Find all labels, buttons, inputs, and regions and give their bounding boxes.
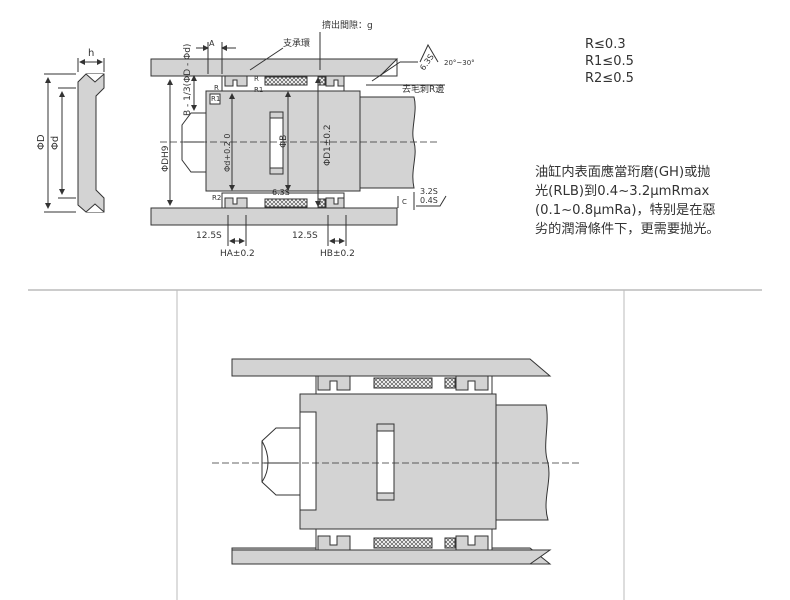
- label-A: A: [209, 39, 215, 48]
- tolerance-R: R≤0.3: [585, 37, 626, 52]
- note-line-4: 劣的潤滑條件下，更需要抛光。: [535, 222, 720, 237]
- label-phi-D: ΦD: [36, 134, 47, 150]
- note-line-3: (0.1~0.8μmRa)，特别是在惡: [535, 203, 716, 218]
- bottom-assembly-drawing: [212, 358, 580, 565]
- tolerance-R1: R1≤0.5: [585, 54, 634, 69]
- label-R-top: R: [254, 75, 259, 83]
- label-deburr: 去毛刺R邊: [402, 83, 444, 95]
- seal-section-drawing: [44, 58, 105, 213]
- label-surface-32: 3.2S: [420, 187, 438, 196]
- label-h: h: [88, 48, 94, 59]
- label-phi-d-fit: Φd+0.2 0: [223, 134, 232, 172]
- label-12-5s-a: 12.5S: [196, 231, 222, 241]
- label-phi-DH9: ΦDH9: [161, 145, 171, 172]
- label-B-formula: B - 1/3(ΦD - Φd): [183, 44, 193, 116]
- label-C: C: [402, 198, 407, 206]
- note-line-2: 光(RLB)到0.4~3.2μmRmax: [535, 184, 710, 199]
- label-HA: HA±0.2: [220, 249, 255, 259]
- label-R2-bottom: R2: [212, 194, 221, 202]
- label-phi-D1: ΦD1±0.2: [323, 124, 333, 166]
- label-surface-63: 6.3S: [272, 188, 290, 197]
- label-R-left: R: [214, 84, 219, 92]
- label-chamfer-angle: 20°~30°: [444, 59, 475, 67]
- label-12-5s-b: 12.5S: [292, 231, 318, 241]
- label-R1-left: R1: [211, 95, 220, 103]
- label-extrusion-gap: 擠出間隙：g: [322, 19, 373, 31]
- label-R1-top: R1: [254, 86, 263, 94]
- label-chamfer-surface: 6.3S: [418, 52, 436, 72]
- label-phi-d: Φd: [50, 136, 61, 150]
- label-HB: HB±0.2: [320, 249, 355, 259]
- top-assembly-drawing: [150, 32, 447, 246]
- note-line-1: 油缸内表面應當珩磨(GH)或抛: [535, 165, 711, 180]
- label-support-ring: 支承環: [283, 37, 310, 49]
- tolerance-list: R≤0.3 R1≤0.5 R2≤0.5: [585, 36, 634, 87]
- label-surface-04: 0.4S: [420, 196, 438, 205]
- label-phi-B: ΦB: [279, 135, 289, 148]
- surface-finish-note: 油缸内表面應當珩磨(GH)或抛 光(RLB)到0.4~3.2μmRmax (0.…: [535, 163, 775, 239]
- tolerance-R2: R2≤0.5: [585, 71, 634, 86]
